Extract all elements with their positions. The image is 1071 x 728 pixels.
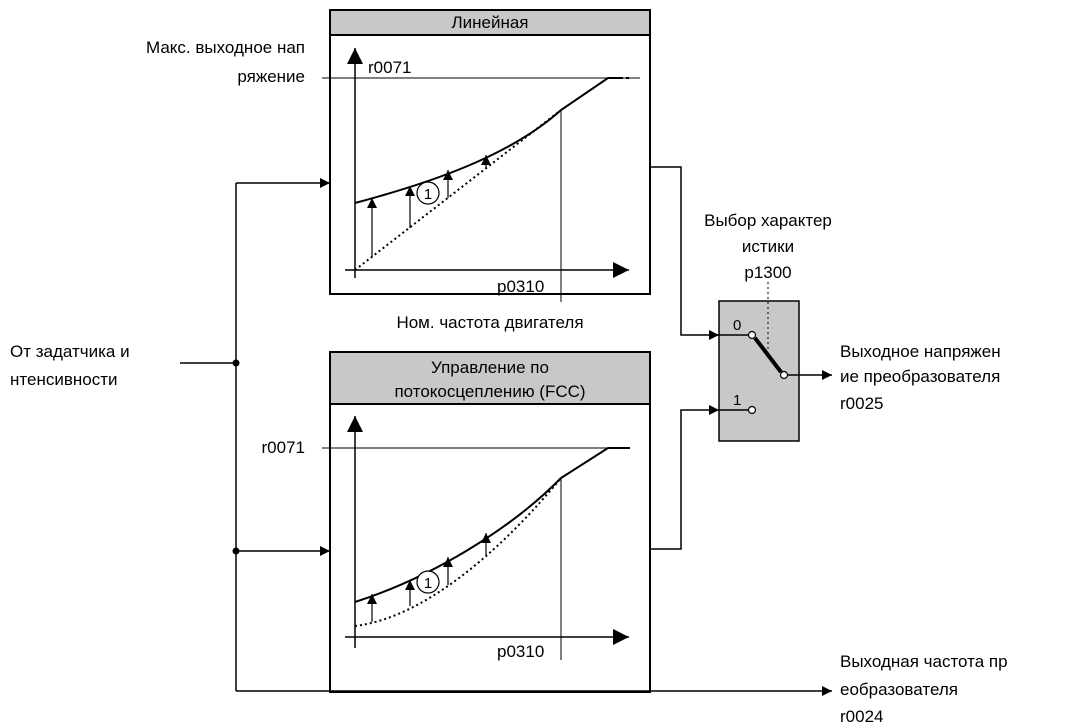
input-routing: От задатчика и нтенсивности	[10, 178, 832, 696]
linear-block-header	[329, 9, 651, 36]
selector-label-line2: истики	[742, 237, 794, 256]
fcc-p0310-label: p0310	[497, 642, 544, 661]
fcc-block: Управление по потокосцеплению (FCC) p031…	[322, 351, 651, 693]
output-voltage-param-label: r0025	[840, 394, 883, 413]
linear-boost-marker-label: 1	[424, 186, 432, 203]
fcc-block-frame	[329, 351, 651, 693]
switch-lever	[753, 336, 783, 374]
input-label-line1: От задатчика и	[10, 342, 130, 361]
output-frequency-label-line1: Выходная частота пр	[840, 652, 1008, 671]
selector-label-line1: Выбор характер	[704, 211, 832, 230]
output-frequency-label-line2: еобразователя	[840, 680, 958, 699]
fcc-boost-marker-label: 1	[424, 575, 432, 592]
linear-block-frame	[329, 9, 651, 295]
fcc-to-switch-line	[650, 405, 719, 550]
characteristic-selector-switch: 0 1	[718, 282, 832, 442]
fcc-r0071-label: r0071	[262, 438, 305, 457]
linear-base-curve	[354, 109, 562, 271]
max-voltage-label-line1: Макс. выходное нап	[146, 38, 305, 57]
selector-param-label: p1300	[744, 263, 791, 282]
fcc-boosted-curve	[354, 447, 630, 603]
linear-block: Линейная r0071 p0310 1	[322, 9, 651, 302]
output-voltage-label-line1: Выходное напряжен	[840, 342, 1001, 361]
switch-position-1-label: 1	[733, 392, 741, 409]
linear-r0071-label: r0071	[368, 58, 411, 77]
fcc-base-curve	[354, 477, 562, 627]
switch-pivot	[779, 370, 789, 380]
output-frequency-param-label: r0024	[840, 707, 883, 726]
fcc-block-header	[329, 351, 651, 405]
fcc-boost-marker	[416, 570, 440, 594]
fcc-block-title-line1: Управление по	[431, 358, 549, 377]
junction-dot	[232, 359, 240, 367]
linear-p0310-label: p0310	[497, 277, 544, 296]
linear-to-switch-line	[650, 166, 719, 340]
fcc-block-title-line2: потокосцеплению (FCC)	[394, 382, 585, 401]
rated-freq-label: Ном. частота двигателя	[396, 313, 583, 332]
switch-contact-1	[747, 405, 757, 415]
switch-box	[718, 300, 800, 442]
max-voltage-label-line2: ряжение	[237, 67, 305, 86]
linear-block-title: Линейная	[451, 13, 528, 32]
input-label-line2: нтенсивности	[10, 370, 117, 389]
switch-position-0-label: 0	[733, 317, 741, 334]
linear-boost-marker	[416, 181, 440, 205]
block-outputs	[650, 166, 719, 550]
output-voltage-label-line2: ие преобразователя	[840, 367, 1000, 386]
switch-contact-0	[747, 330, 757, 340]
junction-dot	[232, 547, 240, 555]
